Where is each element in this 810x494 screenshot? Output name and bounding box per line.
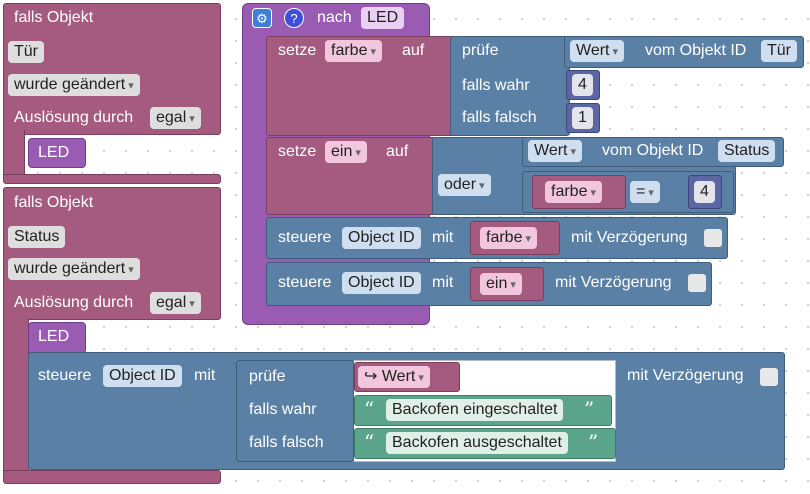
with-label: mit (432, 229, 454, 246)
delay-label: mit Verzögerung (571, 229, 688, 246)
trigger-block-footer (3, 174, 221, 184)
control-label: steuere (278, 229, 332, 246)
log-block-2[interactable] (28, 322, 86, 354)
caused-by-label: Auslösung durch (14, 294, 134, 311)
log-label-1: LED (38, 144, 70, 161)
object-field[interactable]: Tür (761, 40, 797, 62)
compare-value[interactable]: 4 (694, 181, 715, 203)
var-dropdown[interactable]: farbe (325, 40, 383, 62)
ternary-block[interactable] (450, 36, 570, 136)
if-false-label: falls falsch (462, 109, 537, 126)
help-icon[interactable]: ? (284, 8, 304, 28)
set-ein-block[interactable] (266, 137, 436, 215)
object-id-field[interactable]: Object ID (342, 227, 421, 249)
if-true-label: falls wahr (462, 77, 530, 94)
with-label: mit (194, 367, 216, 384)
caused-by-dropdown[interactable]: egal (150, 107, 201, 129)
operator-dropdown[interactable]: = (630, 181, 660, 203)
trigger-block-left-bar (3, 318, 29, 478)
log-label-2: LED (38, 328, 70, 345)
quote-close-icon: ” (584, 397, 595, 421)
var-dropdown[interactable]: farbe (480, 227, 538, 249)
value-dropdown[interactable]: Wert (528, 140, 583, 162)
check-label: prüfe (462, 42, 499, 59)
return-icon: ↪ (364, 368, 378, 385)
value-dropdown[interactable]: Wert (570, 40, 625, 62)
control-label: steuere (278, 274, 332, 291)
quote-close-icon: ” (588, 430, 599, 454)
if-false-label: falls falsch (249, 434, 324, 451)
trigger-title: falls Objekt (14, 9, 94, 26)
if-true-label: falls wahr (249, 401, 317, 418)
number-false[interactable]: 1 (572, 107, 593, 129)
set-label: setze (278, 42, 317, 59)
trigger-block-footer (3, 470, 221, 484)
to-label: auf (386, 143, 409, 160)
caused-by-label: Auslösung durch (14, 109, 134, 126)
quote-open-icon: “ (364, 430, 375, 454)
trigger-dropdown[interactable]: wurde geändert (8, 74, 140, 96)
log-block-1[interactable] (28, 138, 86, 168)
with-label: mit (432, 274, 454, 291)
var-dropdown[interactable]: ein (480, 273, 522, 295)
trigger-title: falls Objekt (14, 194, 94, 211)
delay-checkbox[interactable] (760, 368, 778, 386)
set-label: setze (278, 143, 317, 160)
function-title: nach (317, 9, 352, 26)
object-field[interactable]: Status (8, 226, 66, 248)
number-block[interactable] (688, 175, 722, 209)
caused-by-dropdown[interactable]: egal (150, 292, 201, 314)
trigger-block-left-bar (3, 130, 25, 180)
var-dropdown[interactable]: ein (325, 141, 367, 163)
or-dropdown[interactable]: oder (438, 174, 491, 196)
value-dropdown[interactable]: ↪ Wert (358, 366, 430, 388)
of-object-label: vom Objekt ID (645, 42, 747, 59)
object-id-field[interactable]: Object ID (103, 365, 182, 387)
delay-label: mit Verzögerung (627, 367, 744, 384)
quote-open-icon: “ (364, 397, 375, 421)
ternary-block[interactable] (236, 360, 354, 462)
object-field[interactable]: Tür (8, 41, 44, 63)
var-dropdown[interactable]: farbe (545, 181, 603, 203)
function-name[interactable]: LED (361, 7, 405, 29)
object-id-field[interactable]: Object ID (342, 272, 421, 294)
true-text[interactable]: Backofen eingeschaltet (386, 399, 564, 421)
delay-checkbox[interactable] (688, 274, 706, 292)
false-text[interactable]: Backofen ausgeschaltet (386, 432, 568, 454)
gear-icon[interactable]: ⚙ (252, 8, 272, 28)
of-object-label: vom Objekt ID (602, 142, 704, 159)
number-true[interactable]: 4 (572, 74, 593, 96)
delay-checkbox[interactable] (704, 229, 722, 247)
object-field[interactable]: Status (718, 140, 776, 162)
to-label: auf (402, 42, 425, 59)
trigger-dropdown[interactable]: wurde geändert (8, 258, 140, 280)
check-label: prüfe (249, 368, 286, 385)
delay-label: mit Verzögerung (555, 274, 672, 291)
control-label: steuere (38, 367, 92, 384)
